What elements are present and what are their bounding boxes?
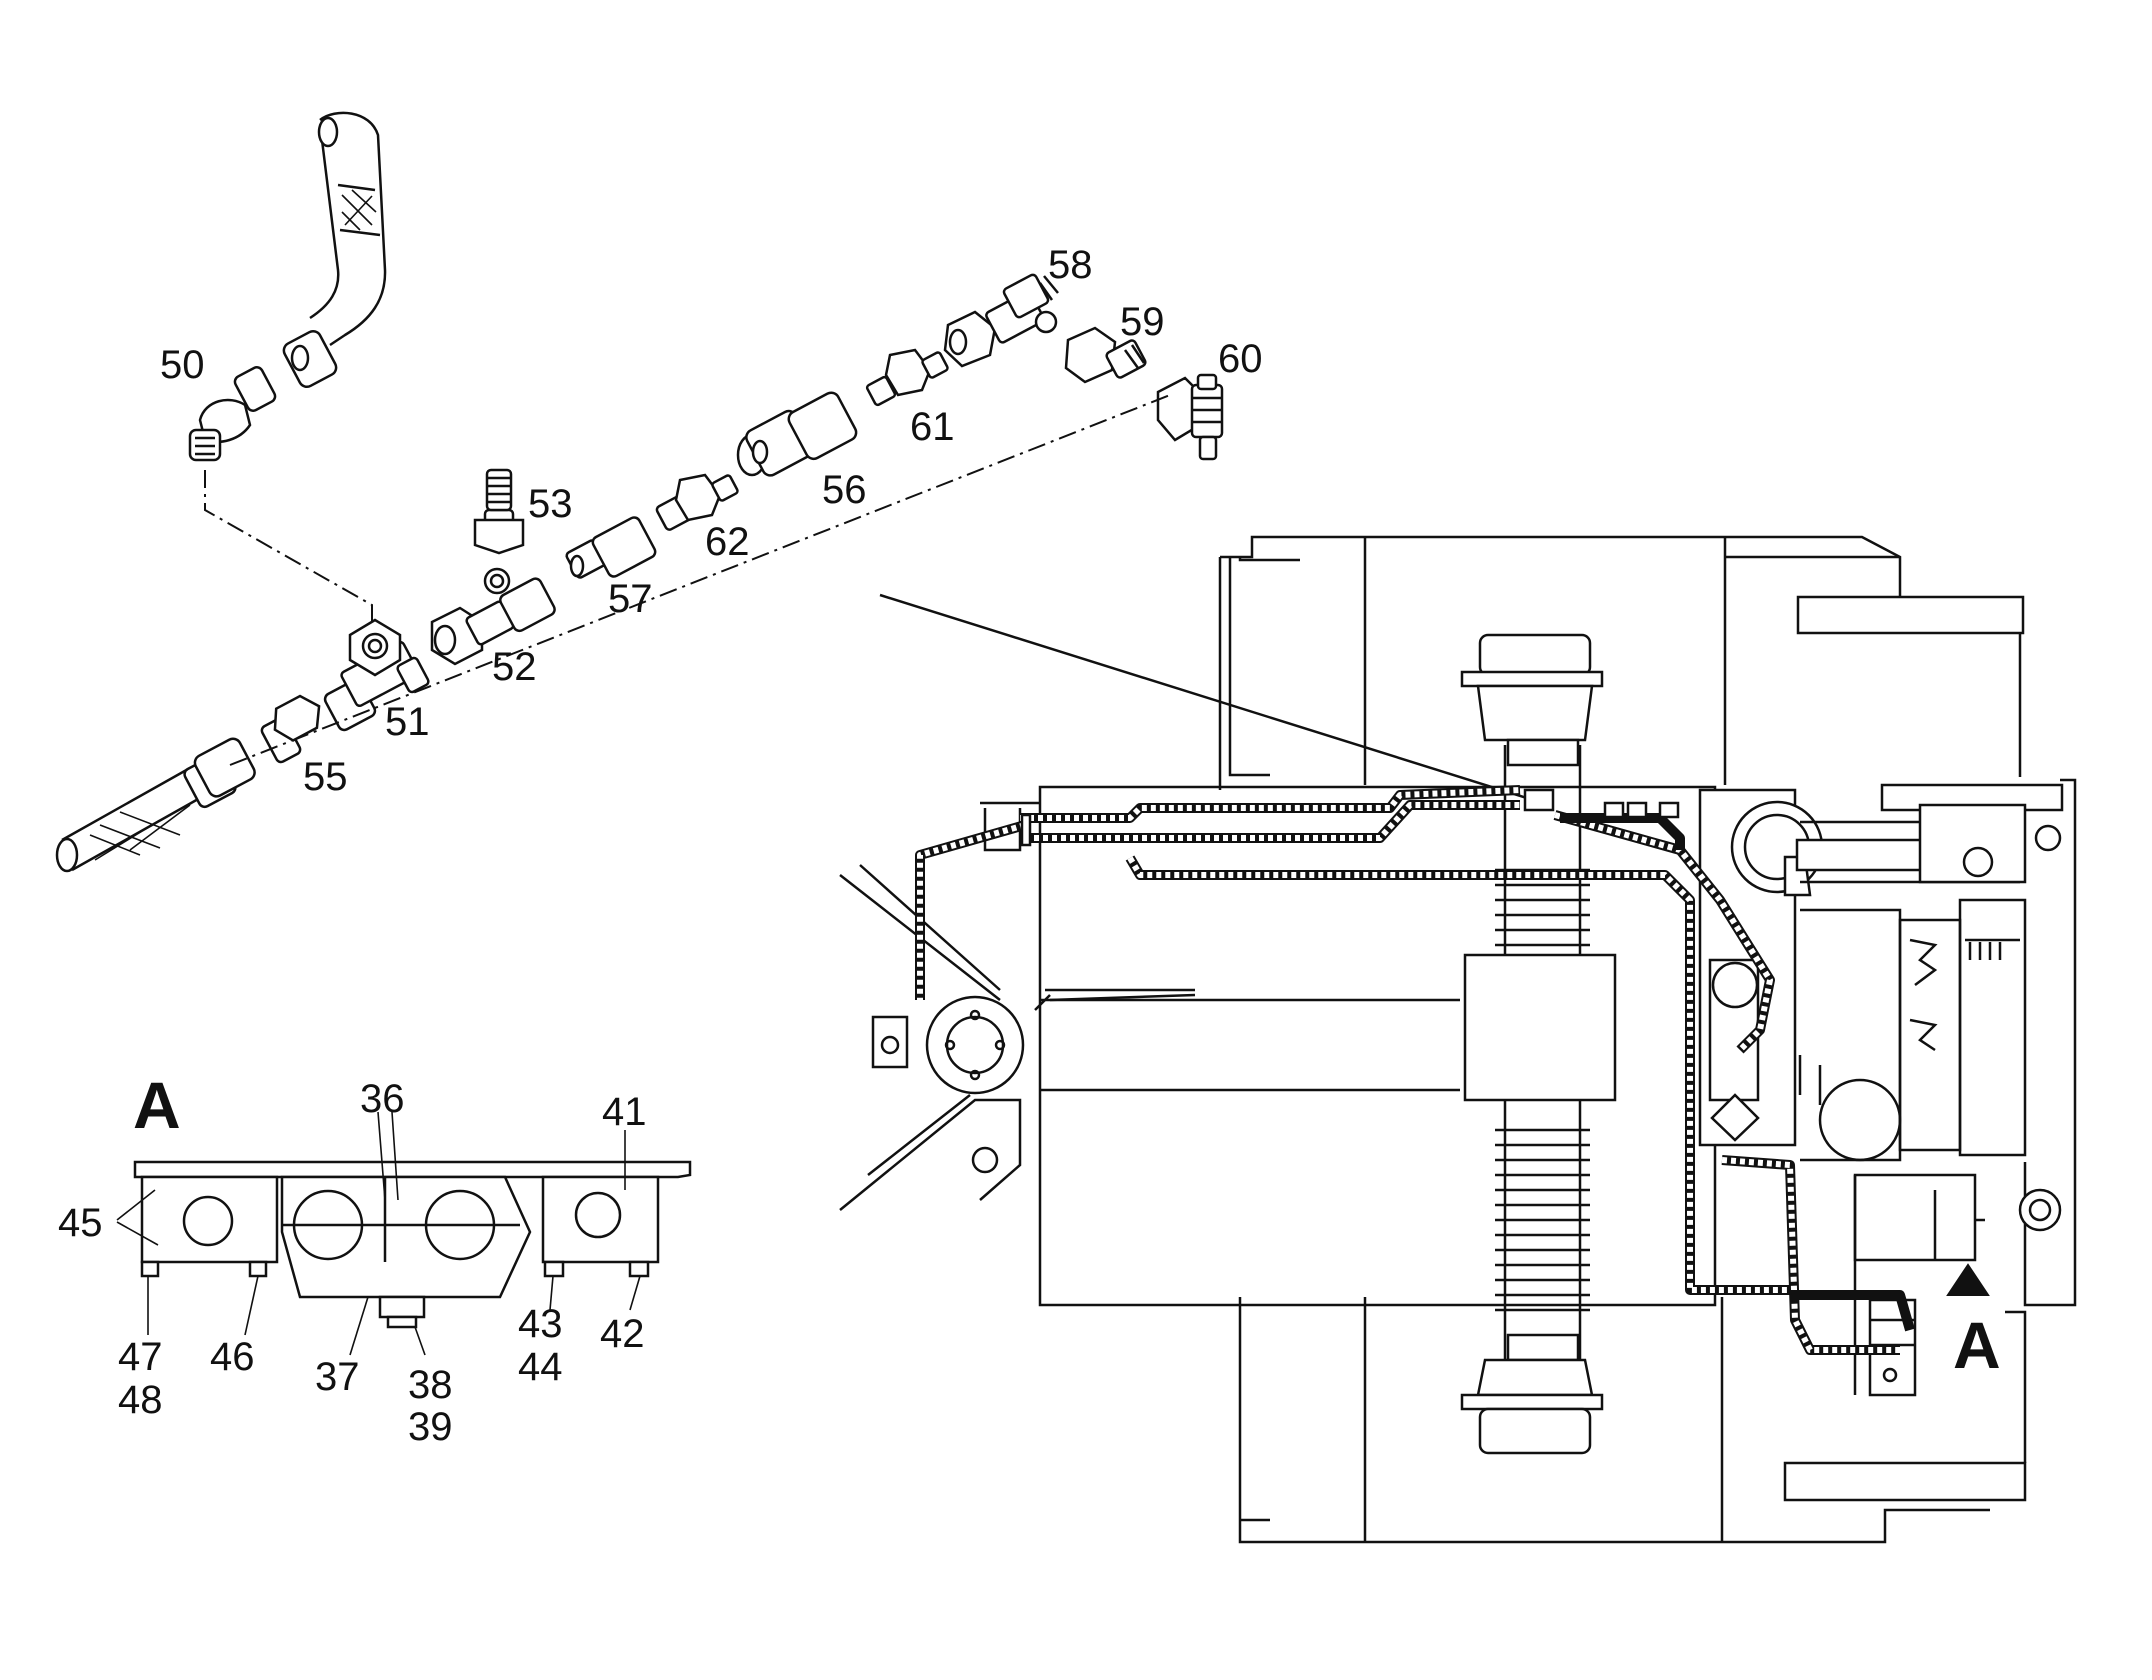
label-42: 42	[600, 1312, 645, 1356]
label-60: 60	[1218, 337, 1263, 381]
fitting-59	[1064, 326, 1147, 384]
label-38: 38	[408, 1363, 453, 1407]
fitting-53	[473, 468, 525, 555]
view-arrow-a	[1946, 1263, 1990, 1296]
label-39: 39	[408, 1405, 453, 1449]
tee-51	[323, 618, 430, 732]
label-46: 46	[210, 1335, 255, 1379]
view-arrow-a-label: A	[1953, 1308, 2001, 1382]
label-41: 41	[602, 1090, 647, 1134]
fitting-57	[565, 516, 657, 579]
label-62: 62	[705, 520, 750, 564]
label-58: 58	[1048, 243, 1093, 287]
tee-58	[943, 273, 1059, 368]
label-51: 51	[385, 700, 430, 744]
fitting-61	[865, 348, 949, 407]
label-43: 43	[518, 1302, 563, 1346]
label-56: 56	[822, 468, 867, 512]
bellows-upper	[1495, 868, 1590, 947]
bellows-lower	[1495, 1128, 1590, 1312]
label-37: 37	[315, 1355, 360, 1399]
detail-a-labels: 36 41 45 47 48 46 37 38 39 43 44 42	[58, 1077, 647, 1449]
detail-a-label: A	[133, 1068, 181, 1142]
detail-view-a: A	[116, 1068, 692, 1356]
exploded-labels: 50 51 52 53 55 56 57 58 59 60 61 62	[160, 243, 1263, 799]
fitting-62	[655, 473, 739, 531]
tee-52	[430, 567, 556, 666]
lower-hose	[55, 737, 256, 873]
label-53: 53	[528, 482, 573, 526]
machine-top-view	[839, 535, 2077, 1544]
fitting-50	[188, 329, 338, 462]
label-59: 59	[1120, 300, 1165, 344]
fitting-55	[260, 694, 321, 764]
label-47: 47	[118, 1335, 163, 1379]
coupling-56	[736, 391, 858, 477]
label-57: 57	[608, 577, 653, 621]
label-48: 48	[118, 1378, 163, 1422]
upper-hose	[309, 111, 387, 347]
label-50: 50	[160, 343, 205, 387]
label-55: 55	[303, 755, 348, 799]
elbow-60	[1156, 373, 1224, 461]
label-36: 36	[360, 1077, 405, 1121]
exploded-fittings-assembly	[55, 111, 1224, 873]
label-61: 61	[910, 405, 955, 449]
label-52: 52	[492, 645, 537, 689]
label-45: 45	[58, 1201, 103, 1245]
label-44: 44	[518, 1345, 563, 1389]
